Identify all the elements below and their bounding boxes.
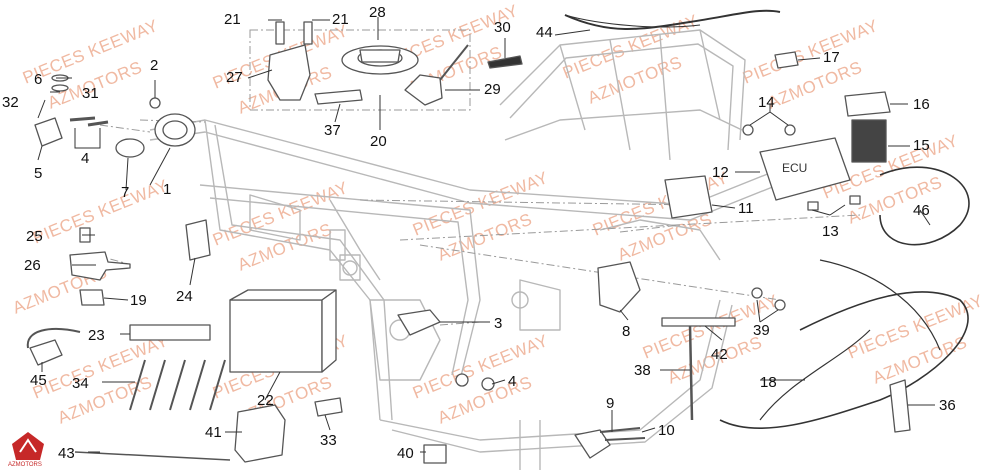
callout-2: 2 (150, 57, 159, 74)
callout-4: 4 (81, 150, 90, 167)
callout-9: 9 (606, 395, 615, 412)
callout-7: 7 (121, 184, 130, 201)
callout-33: 33 (320, 432, 337, 449)
callout-43: 43 (58, 445, 75, 462)
callout-6: 6 (34, 71, 43, 88)
callout-18: 18 (760, 374, 777, 391)
callout-16: 16 (913, 96, 930, 113)
callout-20: 20 (370, 133, 387, 150)
callout-39: 39 (753, 322, 770, 339)
callout-25: 25 (26, 228, 43, 245)
callout-29: 29 (484, 81, 501, 98)
callout-32: 32 (2, 94, 19, 111)
callout-8: 8 (622, 323, 631, 340)
callout-27: 27 (226, 69, 243, 86)
callout-45: 45 (30, 372, 47, 389)
callout-34: 34 (72, 375, 89, 392)
callout-44: 44 (536, 24, 553, 41)
callout-30: 30 (494, 19, 511, 36)
callout-40: 40 (397, 445, 414, 462)
callout-24: 24 (176, 288, 193, 305)
callout-13: 13 (822, 223, 839, 240)
callout-19: 19 (130, 292, 147, 309)
callout-1: 1 (163, 181, 172, 198)
callout-5: 5 (34, 165, 43, 182)
leader-lines (37, 17, 935, 453)
callout-12: 12 (712, 164, 729, 181)
callout-28: 28 (369, 4, 386, 21)
callout-4: 4 (508, 373, 517, 390)
callout-26: 26 (24, 257, 41, 274)
logo-text: AZMOTORS (8, 462, 42, 468)
callout-15: 15 (913, 137, 930, 154)
parts (26, 9, 970, 464)
callout-23: 23 (88, 327, 105, 344)
callout-3: 3 (494, 315, 503, 332)
callout-31: 31 (82, 85, 99, 102)
callout-42: 42 (711, 346, 728, 363)
callout-17: 17 (823, 49, 840, 66)
azmotors-logo (12, 432, 44, 460)
callout-37: 37 (324, 122, 341, 139)
callout-22: 22 (257, 392, 274, 409)
motorcycle-frame (149, 29, 791, 470)
callout-14: 14 (758, 94, 775, 111)
callout-46: 46 (913, 202, 930, 219)
callout-21: 21 (224, 11, 241, 28)
ecu-label: ECU (782, 161, 807, 175)
callout-36: 36 (939, 397, 956, 414)
callout-10: 10 (658, 422, 675, 439)
callout-21: 21 (332, 11, 349, 28)
callout-11: 11 (738, 200, 754, 217)
callout-38: 38 (634, 362, 651, 379)
callout-41: 41 (205, 424, 222, 441)
